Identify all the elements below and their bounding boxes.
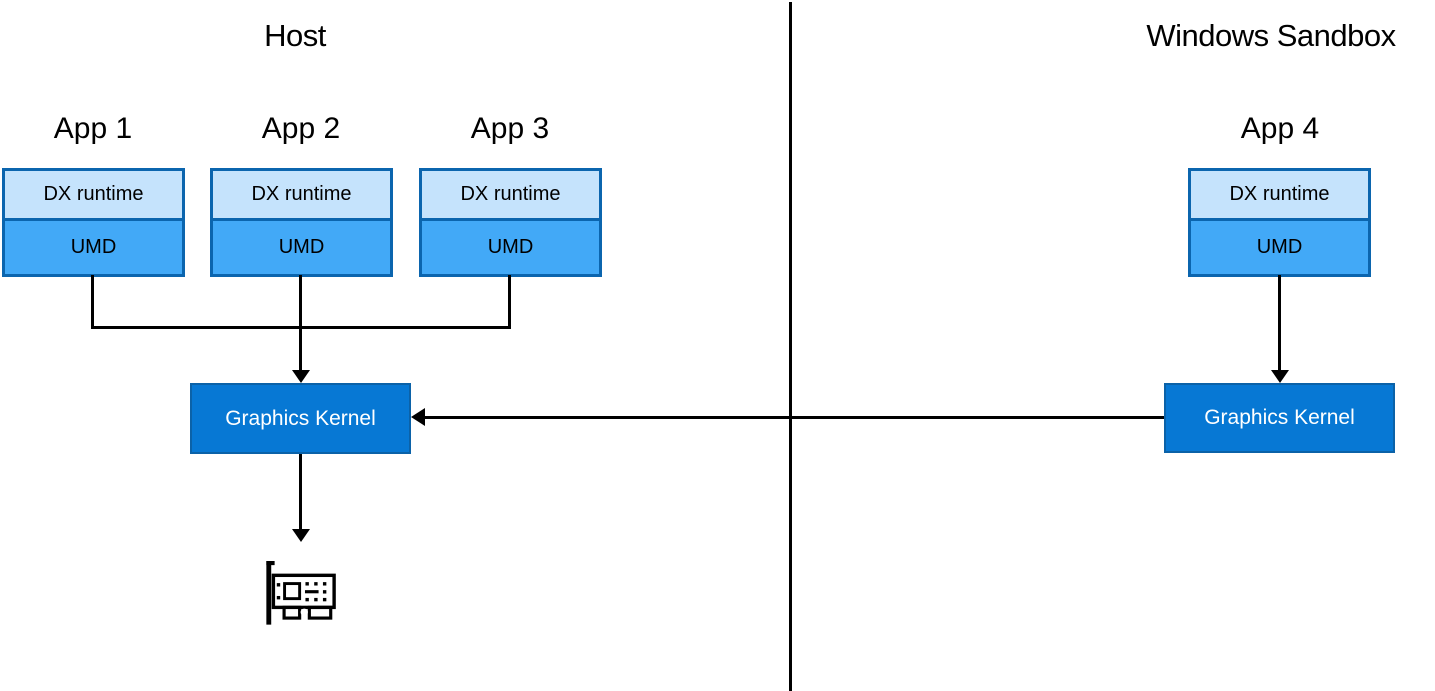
app-4-umd-box: UMD (1191, 221, 1368, 274)
app-2-stack: DX runtime UMD (210, 168, 393, 277)
app-3-connector-line (508, 275, 511, 329)
sandbox-panel-title: Windows Sandbox (1146, 18, 1396, 53)
app-4-label: App 4 (1240, 112, 1320, 145)
arrowhead-into-host-kernel-side (411, 408, 425, 426)
app-4-stack: DX runtime UMD (1188, 168, 1371, 277)
app-1-label: App 1 (53, 112, 133, 145)
arrowhead-into-gpu (292, 529, 310, 542)
arrowhead-into-sandbox-kernel (1271, 370, 1289, 383)
app-1-dx-runtime-box: DX runtime (5, 171, 182, 221)
kernel-to-gpu-line (299, 454, 302, 530)
app-3-stack: DX runtime UMD (419, 168, 602, 277)
app-1-connector-line (91, 275, 94, 329)
app-3-dx-runtime-box: DX runtime (422, 171, 599, 221)
app-4-connector-line (1278, 275, 1281, 371)
app-2-label: App 2 (261, 112, 341, 145)
app-4-dx-runtime-box: DX runtime (1191, 171, 1368, 221)
host-graphics-kernel-box: Graphics Kernel (190, 383, 411, 454)
host-panel-title: Host (264, 18, 326, 53)
gpu-card-icon (253, 549, 355, 641)
host-sandbox-divider-line (789, 2, 792, 691)
sandbox-graphics-kernel-box: Graphics Kernel (1164, 383, 1395, 453)
app-1-stack: DX runtime UMD (2, 168, 185, 277)
app-3-label: App 3 (470, 112, 550, 145)
app-1-umd-box: UMD (5, 221, 182, 274)
sandbox-to-host-kernel-line (424, 416, 1165, 419)
app-2-connector-line (299, 275, 302, 371)
arrowhead-into-host-kernel (292, 370, 310, 383)
app-2-dx-runtime-box: DX runtime (213, 171, 390, 221)
app-2-umd-box: UMD (213, 221, 390, 274)
app-3-umd-box: UMD (422, 221, 599, 274)
